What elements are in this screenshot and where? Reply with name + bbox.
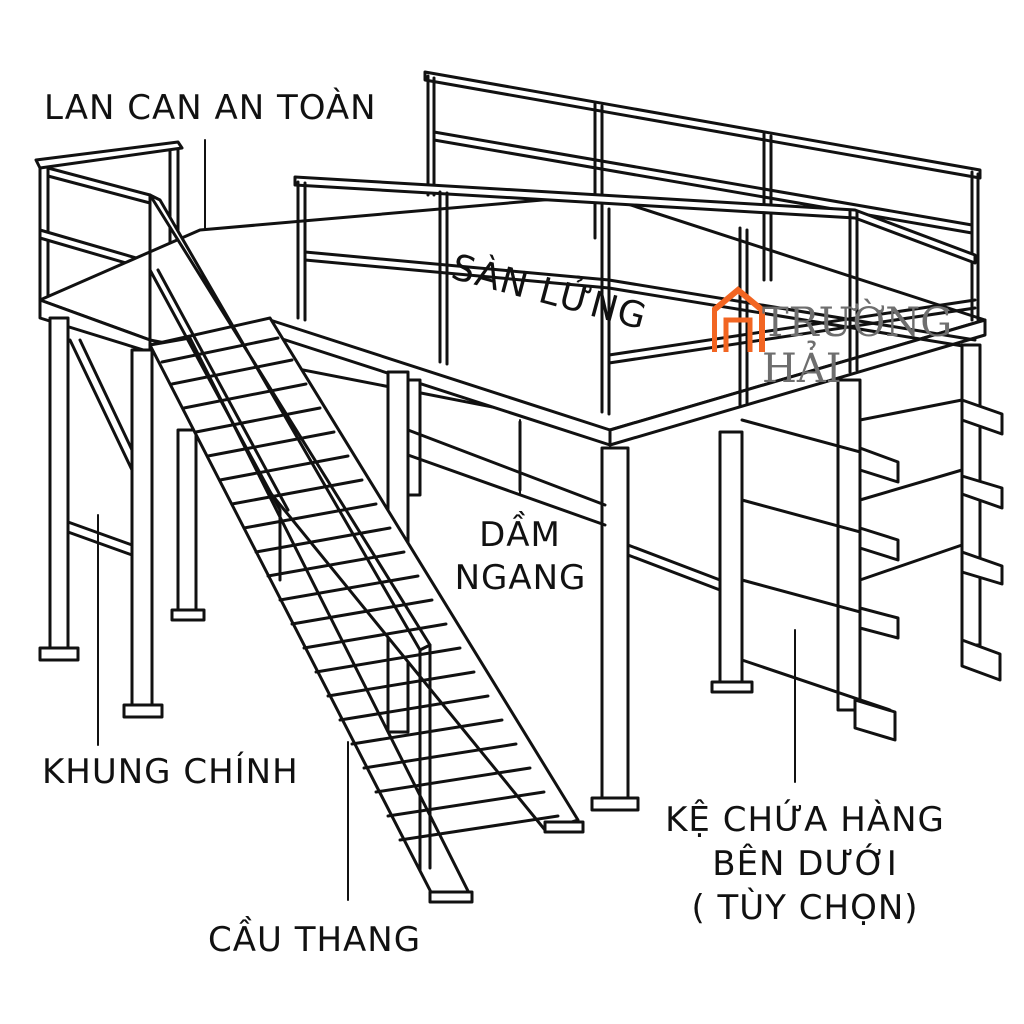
staircase <box>148 193 585 904</box>
label-ben-duoi: BÊN DƯỚI <box>712 844 898 884</box>
logo-text: TRƯỜNG HẢI <box>762 300 953 392</box>
label-lan-can-an-toan: LAN CAN AN TOÀN <box>44 88 377 128</box>
label-ngang: NGANG <box>454 558 587 598</box>
truong-hai-logo-mark <box>712 286 765 352</box>
label-khung-chinh: KHUNG CHÍNH <box>42 752 299 792</box>
leader-lines <box>97 139 796 901</box>
label-dam: DẦM <box>479 515 561 555</box>
front-railing <box>293 175 977 416</box>
label-tuy-chon: ( TÙY CHỌN) <box>691 888 919 928</box>
mezzanine-deck <box>38 193 987 447</box>
back-railing <box>423 70 982 322</box>
label-cau-thang: CẦU THANG <box>208 920 422 960</box>
storage-rack <box>740 378 1004 742</box>
left-guard-railing <box>34 140 184 302</box>
label-ke-chua-hang: KỆ CHỨA HÀNG <box>665 800 945 840</box>
